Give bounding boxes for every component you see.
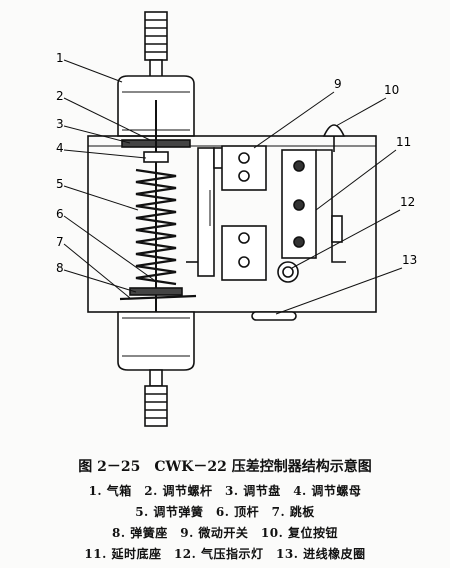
controller-diagram: 1 2 3 4 5 6 7 8 9 10 11 12 13 bbox=[56, 11, 417, 427]
callout-13: 13 bbox=[402, 253, 417, 267]
cable-grommet bbox=[251, 311, 297, 321]
legend-line: 5. 调节弹簧 6. 顶杆 7. 跳板 bbox=[135, 505, 315, 519]
legend-line: 1. 气箱 2. 调节螺杆 3. 调节盘 4. 调节螺母 bbox=[88, 484, 362, 498]
adjusting-nut bbox=[143, 151, 169, 163]
callout-9: 9 bbox=[334, 77, 342, 91]
legend-line: 8. 弹簧座 9. 微动开关 10. 复位按钮 bbox=[112, 526, 338, 540]
reset-button bbox=[322, 124, 346, 137]
bottom-stud bbox=[144, 369, 168, 427]
jump-plate bbox=[119, 294, 197, 301]
callout-12: 12 bbox=[400, 195, 415, 209]
spring-seat bbox=[129, 287, 183, 296]
callout-11: 11 bbox=[396, 135, 411, 149]
callout-5: 5 bbox=[56, 177, 64, 191]
callout-3: 3 bbox=[56, 117, 64, 131]
callout-10: 10 bbox=[384, 83, 399, 97]
adjusting-spring bbox=[135, 168, 177, 286]
figure-caption: 图 2－25 CWK－22 压差控制器结构示意图 bbox=[78, 459, 372, 475]
callout-numbers: 1 2 3 4 5 6 7 8 9 10 11 12 13 bbox=[56, 51, 417, 275]
callout-1: 1 bbox=[56, 51, 64, 65]
callout-6: 6 bbox=[56, 207, 64, 221]
legend-line: 11. 延时底座 12. 气压指示灯 13. 进线橡皮圈 bbox=[84, 547, 366, 561]
callout-4: 4 bbox=[56, 141, 64, 155]
callout-7: 7 bbox=[56, 235, 64, 249]
micro-switch bbox=[186, 145, 267, 281]
callout-2: 2 bbox=[56, 89, 64, 103]
callout-8: 8 bbox=[56, 261, 64, 275]
lower-bellows-box bbox=[117, 311, 195, 371]
top-stud bbox=[144, 11, 168, 81]
pressure-lamp bbox=[277, 261, 299, 283]
housing bbox=[87, 135, 377, 313]
leader-lines bbox=[63, 59, 403, 315]
delay-base bbox=[281, 149, 346, 263]
